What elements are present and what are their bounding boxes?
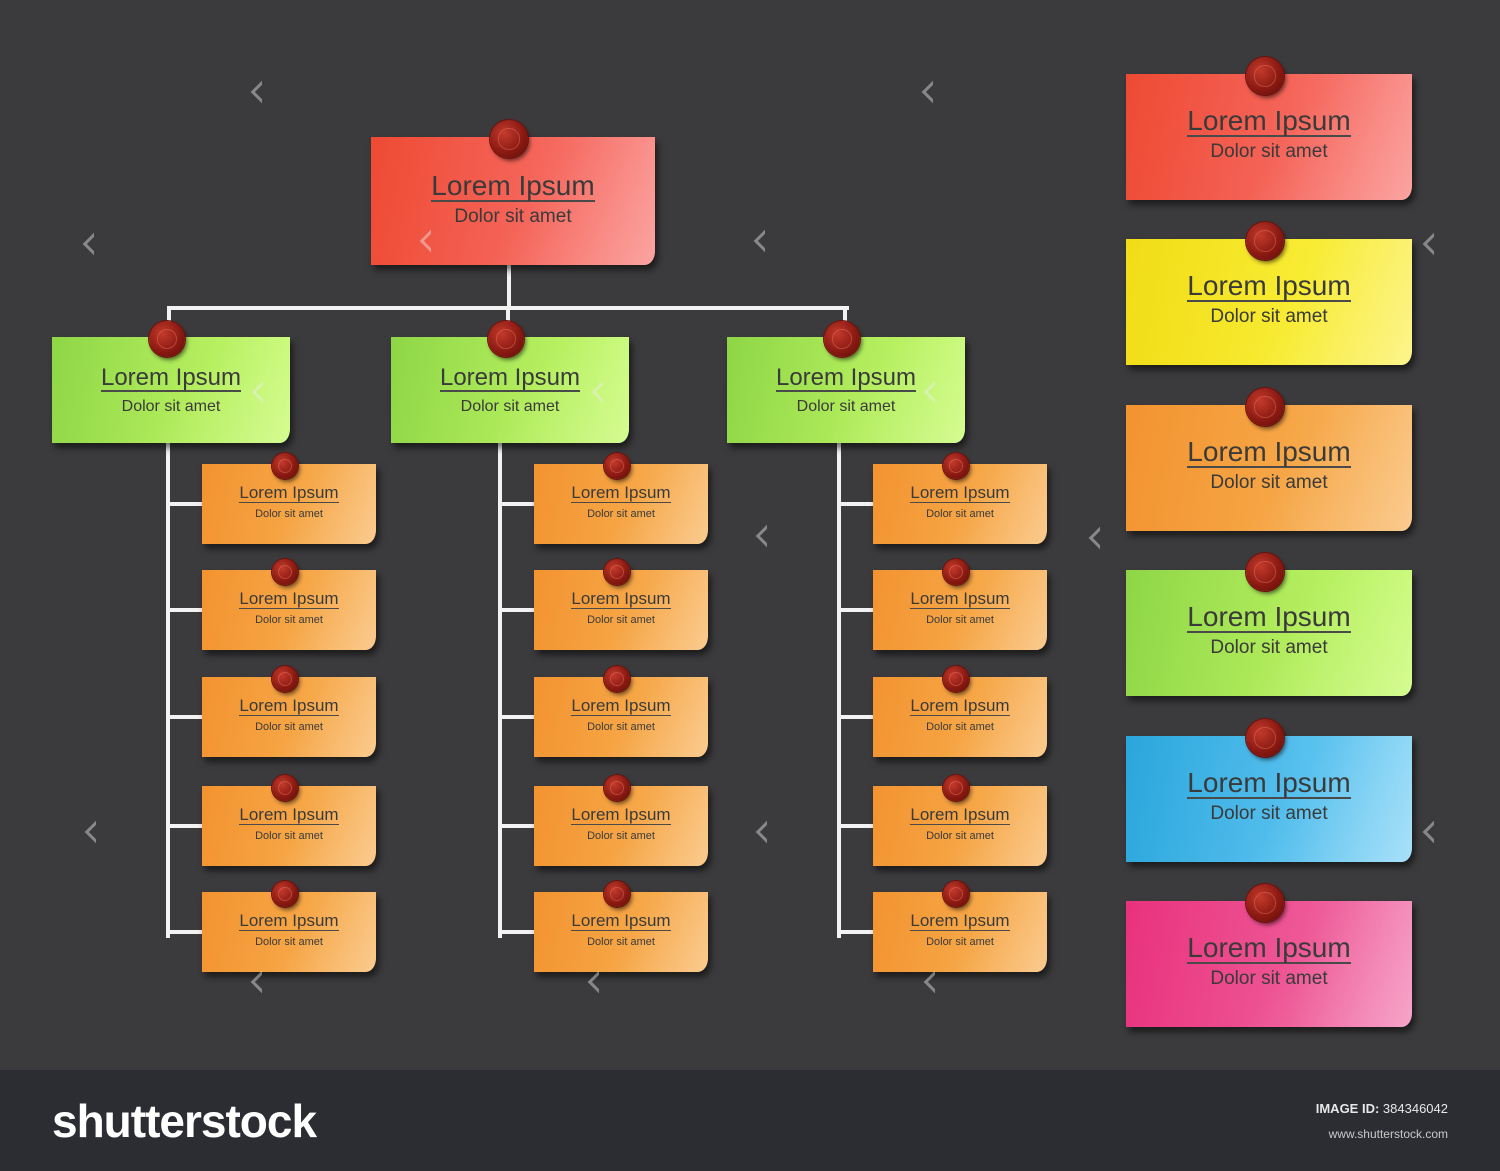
note-title: Lorem Ipsum: [571, 911, 671, 931]
note-title: Lorem Ipsum: [239, 483, 339, 503]
pushpin-icon: [272, 881, 298, 907]
note-title: Lorem Ipsum: [100, 364, 242, 393]
note-title: Lorem Ipsum: [1187, 270, 1351, 303]
note-subtitle: Dolor sit amet: [460, 398, 560, 416]
pushpin-icon: [604, 775, 630, 801]
note-subtitle: Dolor sit amet: [926, 830, 994, 842]
note-title: Lorem Ipsum: [1187, 932, 1351, 965]
pushpin-icon: [1246, 57, 1284, 95]
note-title: Lorem Ipsum: [1187, 105, 1351, 138]
pushpin-icon: [1246, 222, 1284, 260]
note-subtitle: Dolor sit amet: [121, 398, 221, 416]
note-subtitle: Dolor sit amet: [587, 614, 655, 626]
pushpin-icon: [1246, 884, 1284, 922]
pushpin-icon: [1246, 388, 1284, 426]
image-id: IMAGE ID: 384346042: [1316, 1101, 1448, 1116]
note-subtitle: Dolor sit amet: [1210, 141, 1328, 163]
pushpin-icon: [1246, 553, 1284, 591]
note-subtitle: Dolor sit amet: [1210, 968, 1328, 990]
note-title: Lorem Ipsum: [239, 911, 339, 931]
connector-lines: [166, 265, 873, 938]
note-title: Lorem Ipsum: [239, 696, 339, 716]
note-subtitle: Dolor sit amet: [255, 508, 323, 520]
note-subtitle: Dolor sit amet: [926, 614, 994, 626]
note-subtitle: Dolor sit amet: [1210, 306, 1328, 328]
note-subtitle: Dolor sit amet: [1210, 637, 1328, 659]
note-title: Lorem Ipsum: [910, 589, 1010, 609]
pushpin-icon: [824, 321, 860, 357]
note-title: Lorem Ipsum: [910, 696, 1010, 716]
pushpin-icon: [604, 453, 630, 479]
note-title: Lorem Ipsum: [571, 696, 671, 716]
pushpin-icon: [604, 559, 630, 585]
note-subtitle: Dolor sit amet: [926, 936, 994, 948]
pushpin-icon: [490, 120, 528, 158]
pushpin-icon: [272, 453, 298, 479]
pushpin-icon: [943, 881, 969, 907]
note-subtitle: Dolor sit amet: [926, 721, 994, 733]
note-subtitle: Dolor sit amet: [454, 206, 572, 228]
note-title: Lorem Ipsum: [910, 805, 1010, 825]
pushpin-icon: [943, 666, 969, 692]
note-title: Lorem Ipsum: [439, 364, 581, 393]
pushpin-icon: [943, 775, 969, 801]
pushpin-icon: [272, 666, 298, 692]
note-subtitle: Dolor sit amet: [587, 508, 655, 520]
footer-bar: shutterstock IMAGE ID: 384346042 www.shu…: [0, 1070, 1500, 1171]
note-title: Lorem Ipsum: [910, 911, 1010, 931]
note-subtitle: Dolor sit amet: [1210, 472, 1328, 494]
note-title: Lorem Ipsum: [571, 805, 671, 825]
note-title: Lorem Ipsum: [1187, 436, 1351, 469]
note-subtitle: Dolor sit amet: [587, 721, 655, 733]
pushpin-icon: [604, 666, 630, 692]
footer-url: www.shutterstock.com: [1328, 1127, 1448, 1141]
footer-logo: shutterstock: [52, 1095, 317, 1147]
note-title: Lorem Ipsum: [910, 483, 1010, 503]
note-subtitle: Dolor sit amet: [587, 830, 655, 842]
pushpin-icon: [149, 321, 185, 357]
note-subtitle: Dolor sit amet: [255, 721, 323, 733]
pushpin-icon: [272, 775, 298, 801]
note-title: Lorem Ipsum: [239, 589, 339, 609]
note-title: Lorem Ipsum: [1187, 601, 1351, 634]
pushpin-icon: [488, 321, 524, 357]
pushpin-icon: [943, 453, 969, 479]
note-title: Lorem Ipsum: [571, 483, 671, 503]
note-subtitle: Dolor sit amet: [255, 614, 323, 626]
pushpin-icon: [604, 881, 630, 907]
note-title: Lorem Ipsum: [775, 364, 917, 393]
pushpin-icon: [1246, 719, 1284, 757]
note-subtitle: Dolor sit amet: [255, 936, 323, 948]
note-subtitle: Dolor sit amet: [926, 508, 994, 520]
pushpin-icon: [272, 559, 298, 585]
note-subtitle: Dolor sit amet: [255, 830, 323, 842]
image-id-value: 384346042: [1382, 1101, 1448, 1116]
note-subtitle: Dolor sit amet: [796, 398, 896, 416]
note-title: Lorem Ipsum: [1187, 767, 1351, 800]
note-title: Lorem Ipsum: [571, 589, 671, 609]
note-subtitle: Dolor sit amet: [1210, 803, 1328, 825]
note-title: Lorem Ipsum: [431, 170, 595, 203]
image-id-label: IMAGE ID:: [1315, 1101, 1380, 1116]
note-title: Lorem Ipsum: [239, 805, 339, 825]
pushpin-icon: [943, 559, 969, 585]
note-subtitle: Dolor sit amet: [587, 936, 655, 948]
